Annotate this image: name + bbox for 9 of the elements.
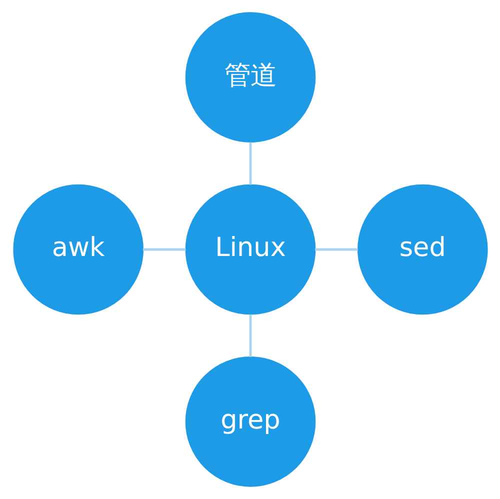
node-circle: Linux (184, 184, 316, 315)
node-circle: sed (357, 184, 488, 315)
connector (248, 314, 252, 357)
node-circle: 管道 (184, 12, 316, 142)
connector (314, 248, 358, 251)
node-circle: awk (12, 184, 143, 315)
node-circle: grep (184, 356, 316, 487)
connector (248, 142, 252, 185)
connector (142, 248, 186, 251)
